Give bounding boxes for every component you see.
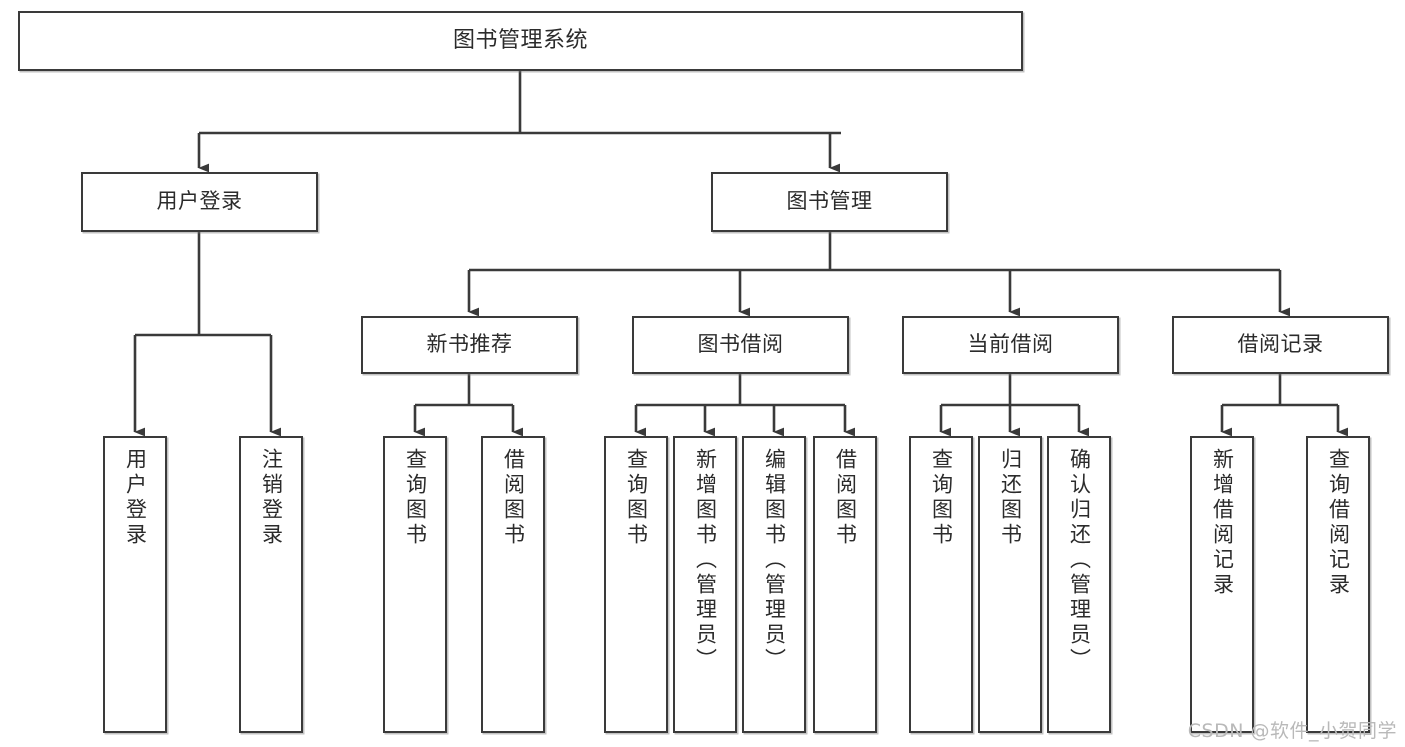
node-label: 图书管理 xyxy=(786,189,873,214)
leaf-current-confirm-return-admin[interactable]: 确认归还（管理员） xyxy=(1047,436,1111,733)
node-label: 查询借阅记录 xyxy=(1326,448,1351,598)
leaf-record-add-record[interactable]: 新增借阅记录 xyxy=(1190,436,1254,733)
node-label: 借阅图书 xyxy=(501,448,526,548)
leaf-borrow-edit-book-admin[interactable]: 编辑图书（管理员） xyxy=(742,436,806,733)
node-book-borrow[interactable]: 图书借阅 xyxy=(632,316,849,374)
leaf-record-query-record[interactable]: 查询借阅记录 xyxy=(1306,436,1370,733)
node-label: 新增借阅记录 xyxy=(1210,448,1235,598)
node-label: 图书管理系统 xyxy=(452,27,588,53)
node-label: 用户登录 xyxy=(123,448,148,548)
csdn-watermark: CSDN @软件_小贺同学 xyxy=(1187,720,1397,742)
leaf-new-book-query[interactable]: 查询图书 xyxy=(383,436,447,733)
node-label: 查询图书 xyxy=(403,448,428,548)
node-label: 新书推荐 xyxy=(426,332,513,357)
node-label: 确认归还（管理员） xyxy=(1067,448,1092,673)
leaf-borrow-add-book-admin[interactable]: 新增图书（管理员） xyxy=(673,436,737,733)
node-user-login[interactable]: 用户登录 xyxy=(81,172,318,232)
leaf-user-login-signin[interactable]: 用户登录 xyxy=(103,436,167,733)
node-label: 用户登录 xyxy=(156,189,243,214)
node-borrow-record[interactable]: 借阅记录 xyxy=(1172,316,1389,374)
node-label: 归还图书 xyxy=(998,448,1023,548)
leaf-current-query-book[interactable]: 查询图书 xyxy=(909,436,973,733)
leaf-borrow-borrow-book[interactable]: 借阅图书 xyxy=(813,436,877,733)
node-label: 新增图书（管理员） xyxy=(693,448,718,673)
node-label: 查询图书 xyxy=(624,448,649,548)
node-label: 图书借阅 xyxy=(697,332,784,357)
node-current-borrow[interactable]: 当前借阅 xyxy=(902,316,1119,374)
node-new-book-recommend[interactable]: 新书推荐 xyxy=(361,316,578,374)
node-label: 借阅图书 xyxy=(833,448,858,548)
node-label: 查询图书 xyxy=(929,448,954,548)
leaf-new-book-borrow[interactable]: 借阅图书 xyxy=(481,436,545,733)
node-label: 借阅记录 xyxy=(1237,332,1324,357)
node-label: 编辑图书（管理员） xyxy=(762,448,787,673)
leaf-user-login-signout[interactable]: 注销登录 xyxy=(239,436,303,733)
node-label: 当前借阅 xyxy=(967,332,1054,357)
node-label: 注销登录 xyxy=(259,448,284,548)
leaf-current-return-book[interactable]: 归还图书 xyxy=(978,436,1042,733)
node-root-system[interactable]: 图书管理系统 xyxy=(18,11,1023,71)
leaf-borrow-query-book[interactable]: 查询图书 xyxy=(604,436,668,733)
node-book-management[interactable]: 图书管理 xyxy=(711,172,948,232)
